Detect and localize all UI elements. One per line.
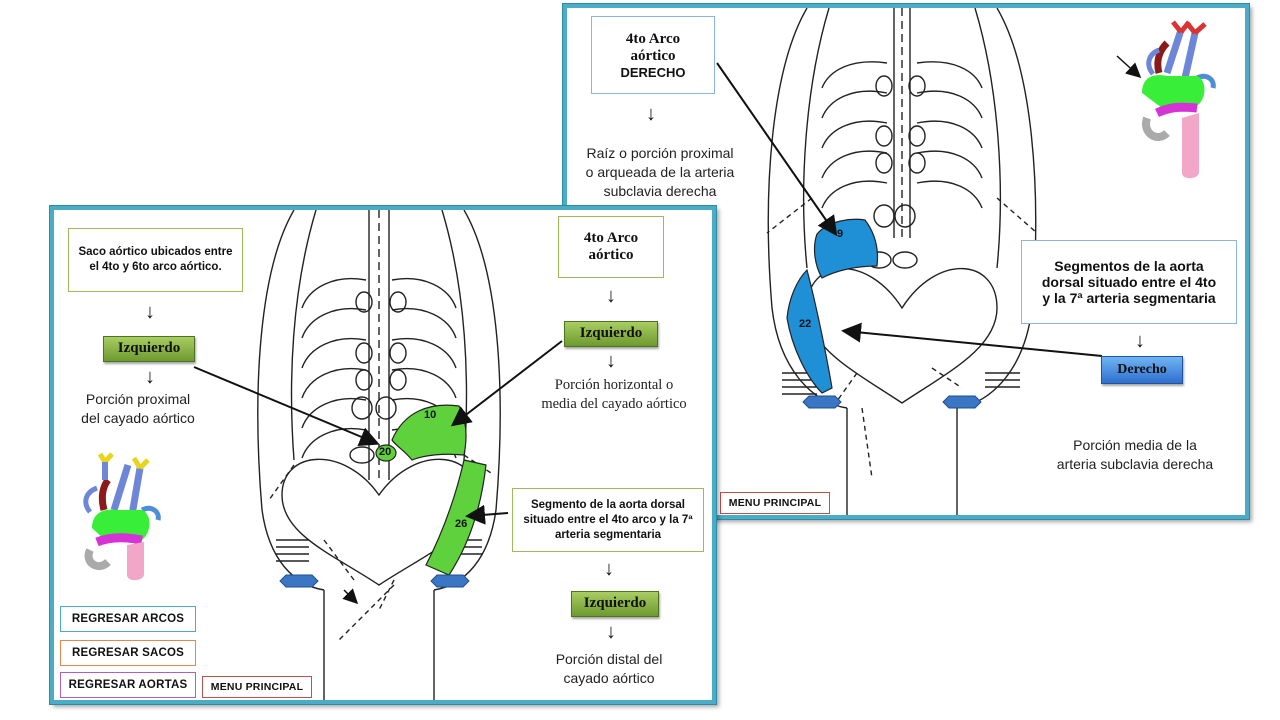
- segment-22-label: 22: [799, 318, 812, 330]
- porcion-distal-text: Porción distal del cayado aórtico: [534, 650, 684, 688]
- saco-box-text: Saco aórtico ubicados entre el 4to y 6to…: [78, 246, 233, 273]
- down-arrow-icon: ↓: [145, 301, 155, 323]
- aortic-arch-icon-right: [1142, 20, 1216, 179]
- regresar-aortas-button[interactable]: REGRESAR AORTAS: [60, 672, 196, 698]
- regresar-sacos-button[interactable]: REGRESAR SACOS: [60, 640, 196, 666]
- segmento-aorta-box: Segmento de la aorta dorsal situado entr…: [512, 488, 704, 552]
- porcion-media-line2: arteria subclavia derecha: [1056, 456, 1214, 472]
- segmentos-box: Segmentos de la aorta dorsal situado ent…: [1021, 240, 1237, 324]
- segment-22: [786, 268, 833, 394]
- hex-marker-left: [279, 574, 319, 588]
- porcion-distal-line2: cayado aórtico: [563, 670, 655, 686]
- porcion-proximal-line1: Porción proximal: [85, 391, 191, 407]
- segment-20-label: 20: [379, 446, 392, 458]
- arco-box-line3: DERECHO: [620, 64, 686, 80]
- regresar-arcos-button[interactable]: REGRESAR ARCOS: [60, 606, 196, 632]
- arco-box-line2: aórtico: [588, 247, 634, 263]
- menu-principal-button[interactable]: MENU PRINCIPAL: [720, 492, 830, 514]
- arco-izquierdo-box: 4to Arco aórtico: [558, 216, 664, 278]
- arrow-to-segment-22: [841, 322, 1103, 357]
- raiz-text: Raíz o porción proximal o arqueada de la…: [575, 144, 745, 201]
- porcion-horizontal-line1: Porción horizontal o: [554, 377, 674, 393]
- raiz-line3: subclavia derecha: [603, 183, 717, 199]
- down-arrow-icon: ↓: [145, 366, 155, 388]
- hex-marker-right: [942, 395, 982, 409]
- small-pointer-arrow: [342, 588, 359, 605]
- segmentos-line3: y la 7ª arteria segmentaria: [1042, 290, 1216, 306]
- raiz-line2: o arqueada de la arteria: [585, 164, 735, 180]
- menu-principal-button[interactable]: MENU PRINCIPAL: [202, 676, 312, 698]
- izquierdo-button-1[interactable]: Izquierdo: [103, 336, 195, 362]
- icon-pointer-arrow: [1116, 55, 1142, 79]
- segment-20: [375, 444, 397, 462]
- segment-9-label: 9: [837, 228, 844, 240]
- porcion-proximal-line2: del cayado aórtico: [81, 410, 195, 426]
- porcion-horizontal-text: Porción horizontal o media del cayado aó…: [524, 376, 704, 414]
- arrow-to-segment-9: [716, 62, 838, 237]
- raiz-line1: Raíz o porción proximal: [586, 145, 734, 161]
- down-arrow-icon: ↓: [646, 103, 656, 125]
- down-arrow-icon: ↓: [1135, 330, 1145, 352]
- segment-9: [813, 218, 879, 279]
- aortic-arch-icon-left: [83, 452, 161, 581]
- segmentos-line2: dorsal situado entre el 4to: [1041, 274, 1217, 290]
- porcion-media-line1: Porción media de la: [1073, 437, 1197, 453]
- down-arrow-icon: ↓: [604, 558, 614, 580]
- izquierdo-button-2[interactable]: Izquierdo: [564, 321, 658, 347]
- slide-left-aortic-arch: Saco aórtico ubicados entre el 4to y 6to…: [50, 206, 716, 704]
- porcion-media-text: Porción media de la arteria subclavia de…: [1035, 436, 1235, 474]
- arco-box-line2: aórtico: [630, 47, 676, 64]
- arco-box-line1: 4to Arco: [625, 30, 681, 47]
- saco-aortico-box: Saco aórtico ubicados entre el 4to y 6to…: [68, 228, 243, 292]
- down-arrow-icon: ↓: [606, 285, 616, 307]
- arrow-to-segment-10: [450, 340, 563, 427]
- segment-10: [391, 404, 467, 461]
- porcion-distal-line1: Porción distal del: [555, 651, 663, 667]
- segmentos-line1: Segmentos de la aorta: [1054, 258, 1204, 274]
- down-arrow-icon: ↓: [606, 621, 616, 643]
- segment-26-label: 26: [455, 518, 468, 530]
- segmento-box-text: Segmento de la aorta dorsal situado entr…: [523, 498, 693, 541]
- porcion-horizontal-line2: media del cayado aórtico: [541, 396, 687, 412]
- segment-10-label: 10: [424, 409, 437, 421]
- embryo-arches-diagram-left: [83, 210, 563, 700]
- izquierdo-button-3[interactable]: Izquierdo: [571, 591, 659, 617]
- hex-marker-right: [430, 574, 470, 588]
- embryo-arches-diagram-right: [716, 8, 1216, 515]
- down-arrow-icon: ↓: [606, 350, 616, 372]
- hex-marker-left: [802, 395, 842, 409]
- arco-box-line1: 4to Arco: [583, 230, 639, 246]
- arrow-to-segment-20: [193, 366, 380, 447]
- derecho-button[interactable]: Derecho: [1101, 356, 1183, 384]
- porcion-proximal-text: Porción proximal del cayado aórtico: [58, 390, 218, 428]
- arrow-to-segment-26: [465, 504, 509, 525]
- arco-derecho-box: 4to Arco aórtico DERECHO: [591, 16, 715, 94]
